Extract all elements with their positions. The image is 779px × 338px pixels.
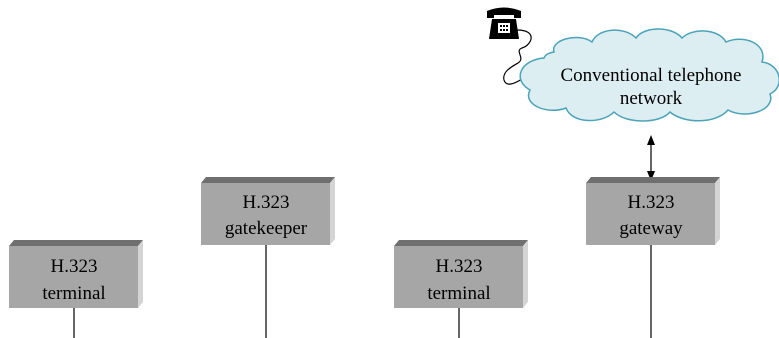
telephone-icon — [487, 7, 521, 39]
gatekeeper-line1: H.323 — [243, 192, 290, 213]
h323-terminal-left: H.323 terminal — [9, 240, 143, 308]
terminal-right-line2: terminal — [427, 283, 490, 304]
cloud-label-line2: network — [620, 88, 683, 109]
terminal-right-line1: H.323 — [436, 256, 483, 277]
telephone-network-cloud — [519, 28, 779, 122]
h323-gateway: H.323 gateway — [586, 177, 720, 245]
gateway-line1: H.323 — [628, 192, 675, 213]
gatekeeper-line2: gatekeeper — [225, 218, 308, 239]
cloud-label-line1: Conventional telephone — [561, 65, 742, 86]
terminal-left-line2: terminal — [42, 283, 105, 304]
h323-terminal-right: H.323 terminal — [394, 240, 528, 308]
cloud-gateway-arrow — [647, 135, 655, 181]
h323-gatekeeper: H.323 gatekeeper — [201, 177, 335, 245]
terminal-left-line1: H.323 — [51, 256, 98, 277]
gateway-line2: gateway — [619, 218, 683, 239]
